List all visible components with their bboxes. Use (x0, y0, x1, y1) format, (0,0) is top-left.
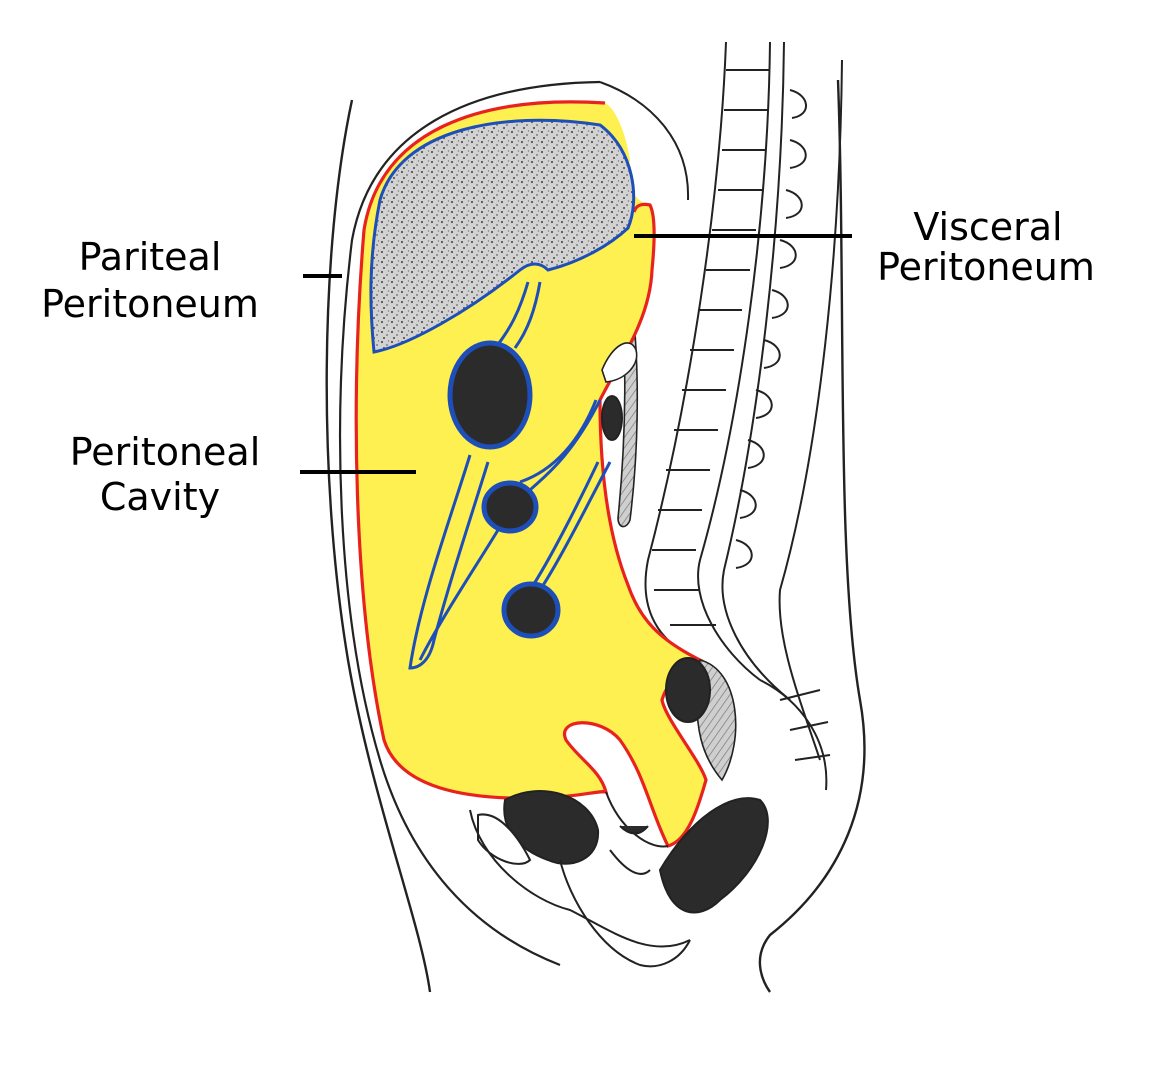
peritoneal-cavity-label-line1: Peritoneal (70, 430, 261, 474)
visceral-peritoneum-label-line1: Visceral (913, 205, 1062, 249)
spine (644, 41, 843, 791)
peritoneal-cavity-label-line2: Cavity (100, 475, 220, 519)
pancreas (601, 342, 638, 383)
small-intestine-section (501, 581, 561, 639)
body-outline-back (758, 79, 866, 993)
transverse-colon (447, 340, 533, 450)
duodenum (601, 395, 623, 441)
body-outline-front (325, 99, 432, 993)
visceral-peritoneum-lines (408, 281, 612, 670)
back-wall-inner (599, 81, 690, 201)
parietal-peritoneum-line (354, 100, 708, 848)
sigmoid-colon (665, 657, 711, 723)
parietal-peritoneum-label-line2: Peritoneum (41, 282, 259, 326)
small-intestine-loop (481, 480, 539, 534)
visceral-peritoneum-label-line2: Peritoneum (877, 245, 1095, 289)
abdominal-wall-inner (339, 80, 601, 967)
parietal-peritoneum-label-line1: Pariteal (79, 235, 222, 279)
pelvic-organs (469, 790, 769, 968)
liver (369, 118, 636, 354)
